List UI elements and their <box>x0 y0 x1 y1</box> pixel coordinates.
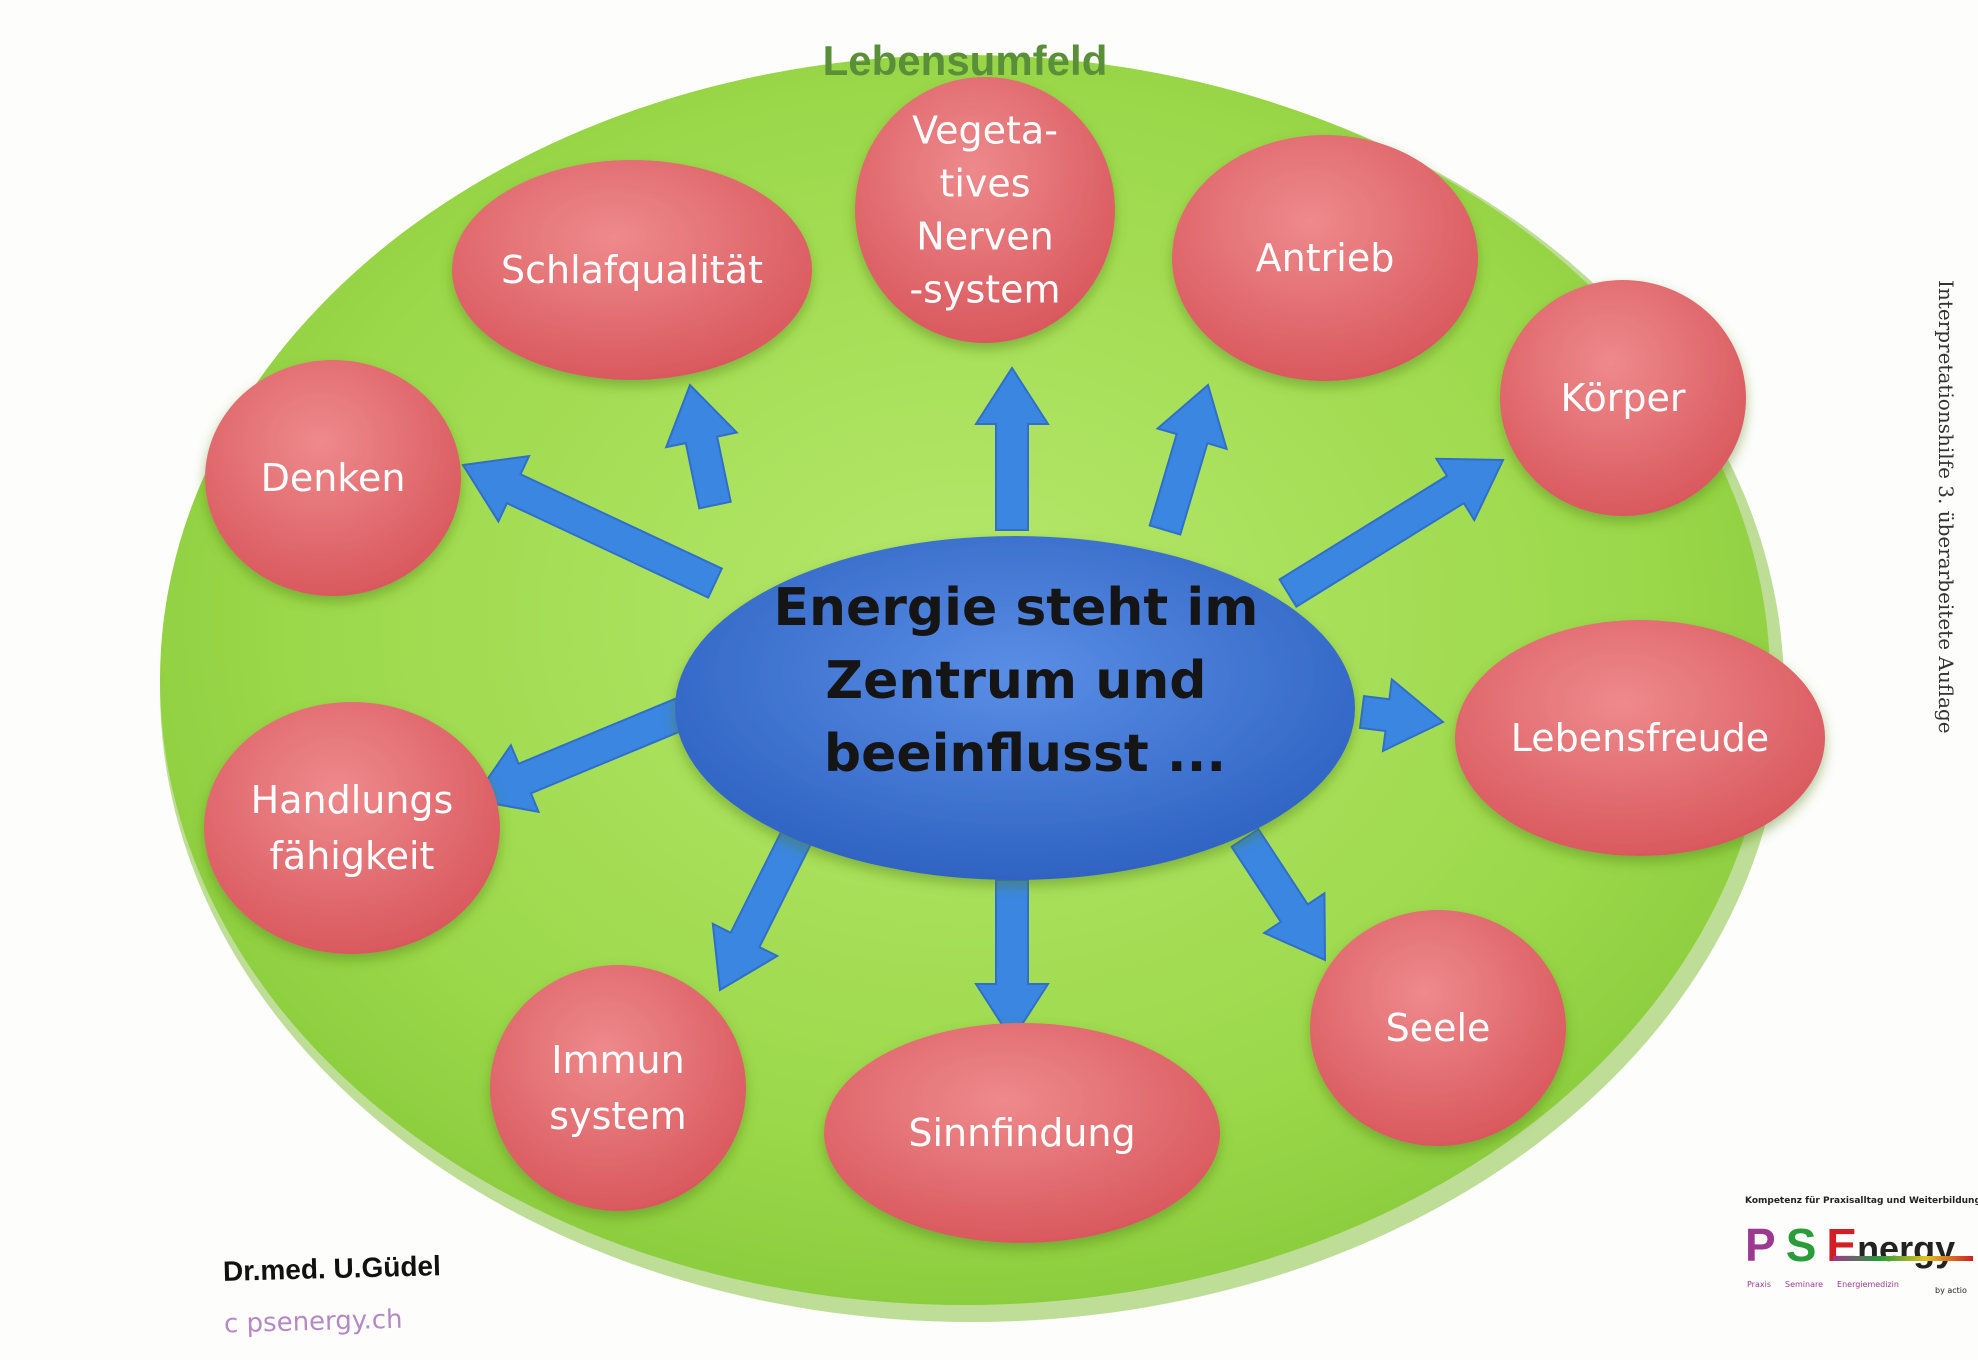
factor-denken: Denken <box>205 360 461 596</box>
factor-label-line: tives <box>939 162 1030 206</box>
factor-label-line: Sinnfindung <box>908 1111 1135 1155</box>
factor-bubble <box>1500 280 1746 516</box>
arrow-5 <box>1358 677 1445 753</box>
factor-seele: Seele <box>1310 910 1566 1146</box>
factor-bubble <box>452 160 812 380</box>
factor-antrieb: Antrieb <box>1172 135 1478 381</box>
factor-bubble <box>1172 135 1478 381</box>
environment-label: Lebensumfeld <box>823 37 1108 84</box>
logo-sub-seminare: Seminare <box>1785 1280 1824 1289</box>
factor-bubble <box>824 1023 1220 1243</box>
logo-sub-praxis: Praxis <box>1747 1280 1771 1289</box>
factor-label: Körper <box>1560 376 1685 420</box>
arrow-1 <box>664 383 739 510</box>
factor-label: Seele <box>1386 1006 1491 1050</box>
factor-bubble <box>1455 620 1825 856</box>
factor-koerper: Körper <box>1500 280 1746 516</box>
factor-bubble <box>205 360 461 596</box>
copyright-link[interactable]: c psenergy.ch <box>223 1304 403 1340</box>
factor-label: Sinnfindung <box>908 1111 1135 1155</box>
logo-tagline: Kompetenz für Praxisalltag und Weiterbil… <box>1745 1196 1978 1206</box>
arrow-9 <box>471 693 698 814</box>
factor-label: Antrieb <box>1256 236 1395 280</box>
logo-sub-energiemedizin: Energiemedizin <box>1837 1280 1899 1289</box>
arrow-7 <box>974 879 1050 1042</box>
factor-label-line: Immun <box>551 1038 684 1082</box>
arrow-8 <box>711 821 816 992</box>
arrow-6 <box>1230 827 1327 962</box>
factor-immunsystem: Immun system <box>490 965 746 1211</box>
factor-label-line: fähigkeit <box>270 834 435 878</box>
factor-label-line: Schlafqualität <box>501 248 763 292</box>
arrow-group <box>461 366 1505 1042</box>
factor-label-line: Vegeta- <box>912 109 1058 153</box>
arrow-3 <box>1148 383 1229 536</box>
factor-bubble <box>490 965 746 1211</box>
factor-handlungsfaehigkeit: Handlungs fähigkeit <box>204 702 500 954</box>
factor-label-line: Körper <box>1560 376 1685 420</box>
center-line-1: Energie steht im <box>773 578 1258 638</box>
logo-subtitle: Praxis Seminare Energiemedizin <box>1747 1280 1913 1289</box>
factor-label: Denken <box>261 456 406 500</box>
factor-bubble <box>204 702 500 954</box>
factor-label-line: system <box>549 1094 686 1138</box>
factor-bubble <box>855 77 1115 343</box>
logo-letter-s: S <box>1785 1219 1817 1271</box>
logo-rainbow-bar <box>1833 1256 1973 1261</box>
arrow-4 <box>1278 457 1505 608</box>
logo-letter-p: P <box>1745 1219 1776 1271</box>
logo-by: by actio <box>1935 1286 1967 1295</box>
factor-lebensfreude: Lebensfreude <box>1455 620 1825 856</box>
arrow-2 <box>974 366 1050 531</box>
factor-schlafqualitaet: Schlafqualität <box>452 160 812 380</box>
side-note: Interpretationshilfe 3. überarbeitete Au… <box>1934 280 1958 734</box>
factor-sinnfindung: Sinnfindung <box>824 1023 1220 1243</box>
factor-label-line: Handlungs <box>251 778 454 822</box>
center-text: Energie steht im Zentrum und beeinflusst… <box>773 578 1276 784</box>
center-line-3: beeinflusst ... <box>824 724 1226 784</box>
factor-label: Handlungs fähigkeit <box>251 778 454 878</box>
logo-word-rest: nergy <box>1857 1228 1956 1269</box>
factor-label-line: Seele <box>1386 1006 1491 1050</box>
factor-label: Immun system <box>549 1038 686 1138</box>
factor-label-line: Antrieb <box>1256 236 1395 280</box>
factor-label: Lebensfreude <box>1511 716 1769 760</box>
factor-bubble <box>1310 910 1566 1146</box>
factor-label-line: Lebensfreude <box>1511 716 1769 760</box>
factor-label-line: Nerven <box>916 215 1053 259</box>
factor-label: Schlafqualität <box>501 248 763 292</box>
factor-label-line: -system <box>909 268 1060 312</box>
arrow-10 <box>461 454 724 599</box>
center-line-2: Zentrum und <box>825 651 1206 711</box>
author-name: Dr.med. U.Güdel <box>222 1250 442 1287</box>
logo-letter-e: E <box>1826 1219 1858 1271</box>
center-ellipse <box>675 536 1355 880</box>
psenergy-logo: Kompetenz für Praxisalltag und Weiterbil… <box>1745 1196 1978 1306</box>
factor-label-line: Denken <box>261 456 406 500</box>
